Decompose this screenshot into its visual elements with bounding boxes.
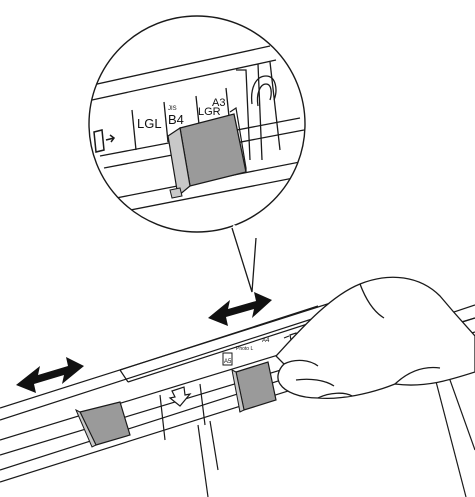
size-label-lgl: LGL: [137, 116, 162, 131]
tray-mark-a4: A4: [262, 338, 270, 344]
right-paper-guide[interactable]: [232, 362, 276, 412]
hand-illustration: [276, 277, 475, 398]
tray-mark-a5: A5: [224, 359, 232, 365]
double-arrow-icon: [16, 357, 84, 393]
left-paper-guide[interactable]: [76, 402, 130, 447]
tray-size-marks: A5 Photo L A4: [223, 338, 270, 365]
double-arrow-icon: [208, 292, 272, 326]
size-label-b4: B4: [168, 112, 184, 127]
tray-mark-photo-l: Photo L: [236, 346, 253, 352]
size-label-a3: A3: [212, 97, 225, 109]
